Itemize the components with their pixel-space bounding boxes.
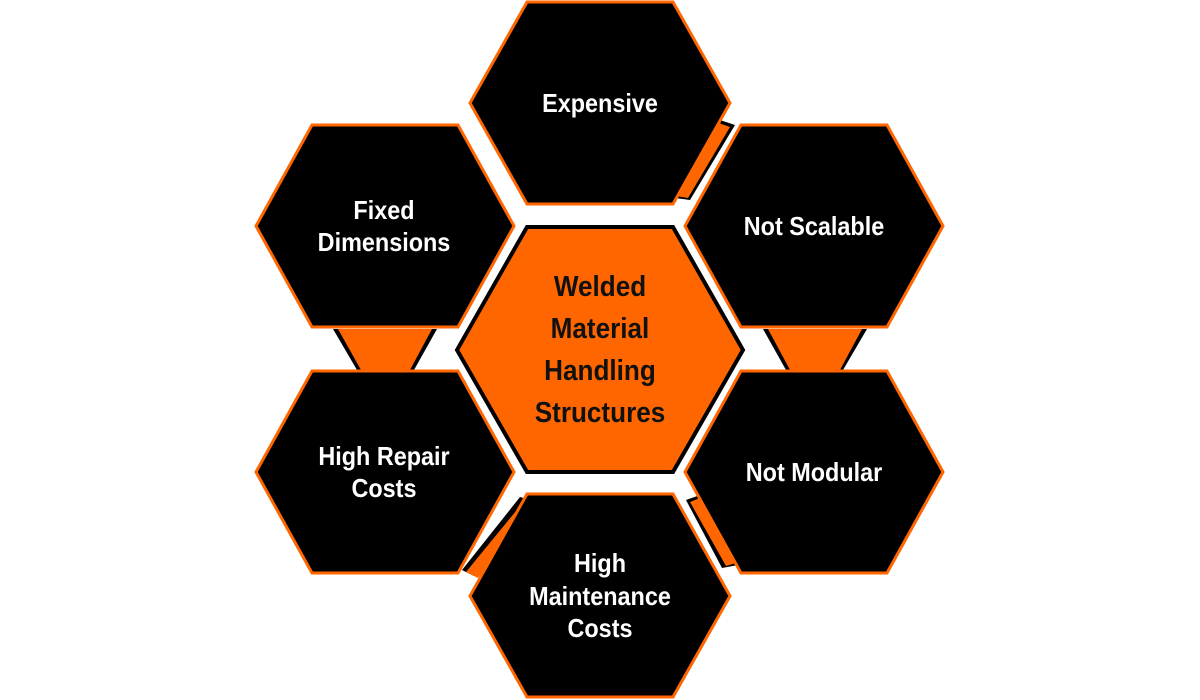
node-label-not-modular: Not Modular	[745, 456, 883, 487]
hexagon-lower-left	[254, 369, 516, 575]
connector-upper-right-lower-right	[768, 329, 862, 370]
connectors	[333, 120, 867, 578]
hexagon-bottom	[468, 492, 732, 699]
connector-lower-right-bottom	[690, 498, 736, 566]
hexagon-upper-left	[254, 123, 516, 329]
hexagon-lower-right	[683, 369, 945, 575]
hexagon-center	[454, 225, 746, 474]
connector-lower-left-upper-left	[338, 329, 432, 370]
center-label: Welded Material Handling Structures	[492, 250, 708, 450]
node-label-high-maintenance-costs: High Maintenance Costs	[529, 548, 671, 644]
connector-top-upper-right	[676, 122, 730, 198]
hexagon-top	[468, 0, 732, 206]
hexagon-upper-right	[683, 123, 945, 329]
center-label-text: Welded Material Handling Structures	[534, 270, 666, 430]
node-label-high-repair-costs: High Repair Costs	[318, 440, 450, 504]
node-label-fixed-dimensions: Fixed Dimensions	[317, 194, 451, 258]
node-label-not-scalable: Not Scalable	[743, 210, 885, 241]
node-label-expensive: Expensive	[542, 87, 658, 118]
